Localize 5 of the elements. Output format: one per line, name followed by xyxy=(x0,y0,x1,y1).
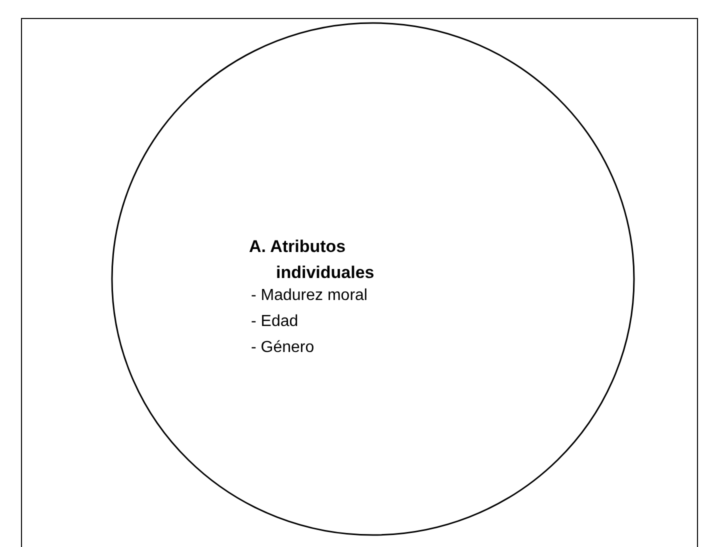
list-item: - Edad xyxy=(251,312,298,332)
list-item: - Madurez moral xyxy=(251,286,368,306)
heading: A. Atributos individuales xyxy=(249,236,376,284)
frame-box xyxy=(21,18,698,547)
list-item: - Género xyxy=(251,338,314,358)
